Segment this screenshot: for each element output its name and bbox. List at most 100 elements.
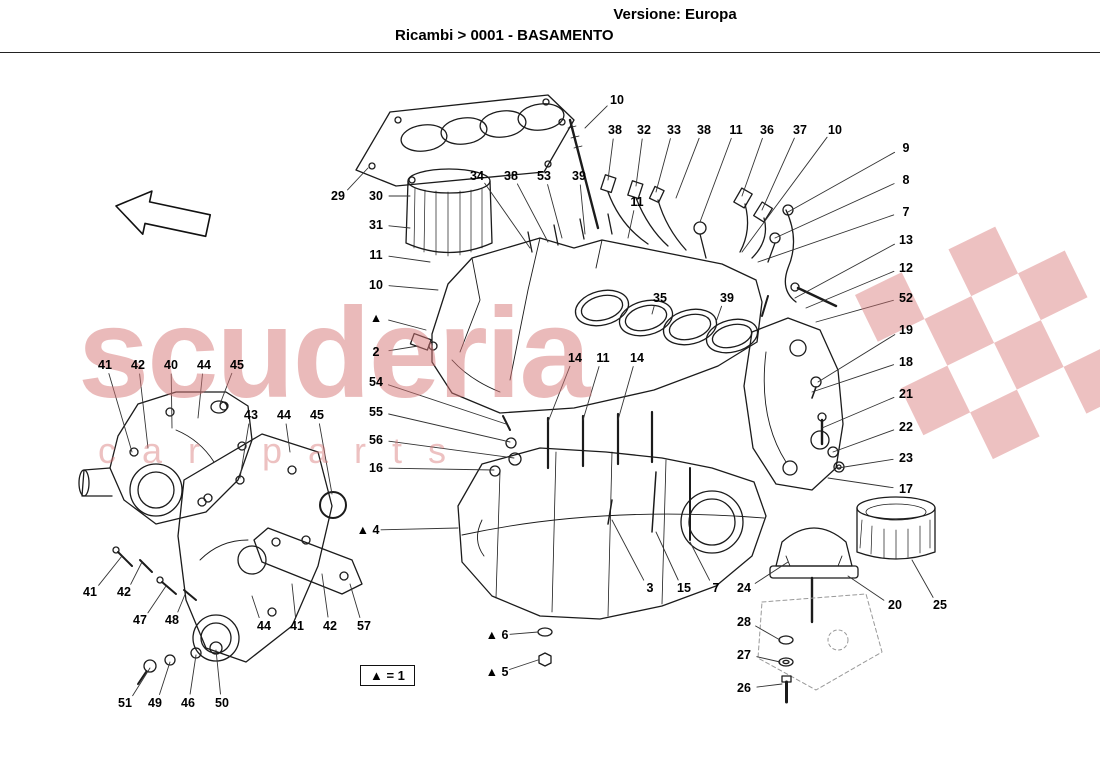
part-callout: 35 <box>653 291 667 305</box>
part-callout: 36 <box>760 123 774 137</box>
part-callout: 17 <box>899 482 913 496</box>
part-callout: 44 <box>257 619 271 633</box>
main-studs-drawing <box>546 410 691 541</box>
part-callout: 47 <box>133 613 147 627</box>
part-callout: 50 <box>215 696 229 710</box>
part-callout: 26 <box>737 681 751 695</box>
part-callout: 53 <box>537 169 551 183</box>
part-callout: 25 <box>933 598 947 612</box>
engine-mount-drawing <box>769 527 859 624</box>
part-callout: 42 <box>131 358 145 372</box>
part-callout: 10 <box>828 123 842 137</box>
part-callout: 41 <box>98 358 112 372</box>
part-callout: 28 <box>737 615 751 629</box>
part-callout: 7 <box>712 581 720 595</box>
part-callout: 46 <box>181 696 195 710</box>
part-callout: ▲ 6 <box>485 628 509 642</box>
part-callout: 45 <box>310 408 324 422</box>
part-callout: 8 <box>902 173 910 187</box>
cylinder-stud-drawing <box>567 118 600 230</box>
part-callout: 20 <box>888 598 902 612</box>
oil-filter-drawing <box>405 168 493 257</box>
sensor-part2-drawing <box>409 332 438 351</box>
part-callout: 32 <box>637 123 651 137</box>
part-callout: 21 <box>899 387 913 401</box>
part-callout: 27 <box>737 648 751 662</box>
part-callout: 44 <box>277 408 291 422</box>
left-fasteners-drawing <box>112 546 223 685</box>
sleeve-drawing <box>856 496 936 560</box>
part-callout: 11 <box>630 195 644 209</box>
part-callout: 37 <box>793 123 807 137</box>
part-callout: 9 <box>902 141 910 155</box>
part-callout: ▲ <box>369 311 383 325</box>
part-callout: 30 <box>369 189 383 203</box>
right-fasteners-drawing <box>761 282 845 473</box>
part-callout: 38 <box>697 123 711 137</box>
part-callout: 10 <box>369 278 383 292</box>
engine-mount-bracket-drawing <box>743 317 844 491</box>
part-callout: 39 <box>572 169 586 183</box>
timing-cover-upper-drawing <box>78 391 253 525</box>
part-callout: 48 <box>165 613 179 627</box>
part-callout: 41 <box>290 619 304 633</box>
part-callout: 24 <box>737 581 751 595</box>
part-callout: 38 <box>504 169 518 183</box>
part-callout: 54 <box>369 375 383 389</box>
part-callout: 11 <box>369 248 383 262</box>
part-callout: 39 <box>720 291 734 305</box>
timing-cover-lower-drawing <box>177 433 347 663</box>
mount-hardware-drawing <box>778 635 794 704</box>
part-callout: 51 <box>118 696 132 710</box>
part-callout: 11 <box>729 123 743 137</box>
part-callout: 22 <box>899 420 913 434</box>
part-callout: 14 <box>630 351 644 365</box>
part-callout: 2 <box>372 345 380 359</box>
part-callout: 40 <box>164 358 178 372</box>
direction-arrow-icon <box>115 190 212 238</box>
part-callout: 34 <box>470 169 484 183</box>
part-callout: 19 <box>899 323 913 337</box>
part-callout: 42 <box>117 585 131 599</box>
part-callout: 44 <box>197 358 211 372</box>
part-callout: 55 <box>369 405 383 419</box>
part-callout: 42 <box>323 619 337 633</box>
sensors-wiring-drawing <box>600 174 797 303</box>
part-callout: 23 <box>899 451 913 465</box>
part-callout: 12 <box>899 261 913 275</box>
part-callout: 43 <box>244 408 258 422</box>
part-callout: 10 <box>610 93 624 107</box>
part-callout: 7 <box>902 205 910 219</box>
part-callout: 31 <box>369 218 383 232</box>
part-callout: 45 <box>230 358 244 372</box>
part-callout: 41 <box>83 585 97 599</box>
header-divider <box>0 52 1100 53</box>
part-callout: 11 <box>596 351 610 365</box>
part-callout: ▲ 5 <box>485 665 509 679</box>
part-callout: 13 <box>899 233 913 247</box>
part-callout: 57 <box>357 619 371 633</box>
head-gasket-drawing <box>355 94 575 187</box>
ghost-frame-drawing <box>757 593 883 691</box>
part-callout: 49 <box>148 696 162 710</box>
part-callout: 56 <box>369 433 383 447</box>
part-callout: 16 <box>369 461 383 475</box>
legend-box: ▲ = 1 <box>360 665 415 686</box>
crankcase-lower-drawing <box>457 447 767 620</box>
part-callout: 29 <box>331 189 345 203</box>
leader-lines <box>98 105 934 697</box>
part-callout: 15 <box>677 581 691 595</box>
part-callout: ▲ 4 <box>356 523 380 537</box>
version-label: Versione: Europa <box>613 6 737 23</box>
part-callout: 18 <box>899 355 913 369</box>
part-callout: 14 <box>568 351 582 365</box>
small-fasteners-drawing <box>489 415 522 477</box>
part-callout: 33 <box>667 123 681 137</box>
part-callout: 52 <box>899 291 913 305</box>
breadcrumb: Ricambi > 0001 - BASAMENTO <box>395 27 614 44</box>
part-callout: 38 <box>608 123 622 137</box>
support-bracket-drawing <box>253 527 363 595</box>
